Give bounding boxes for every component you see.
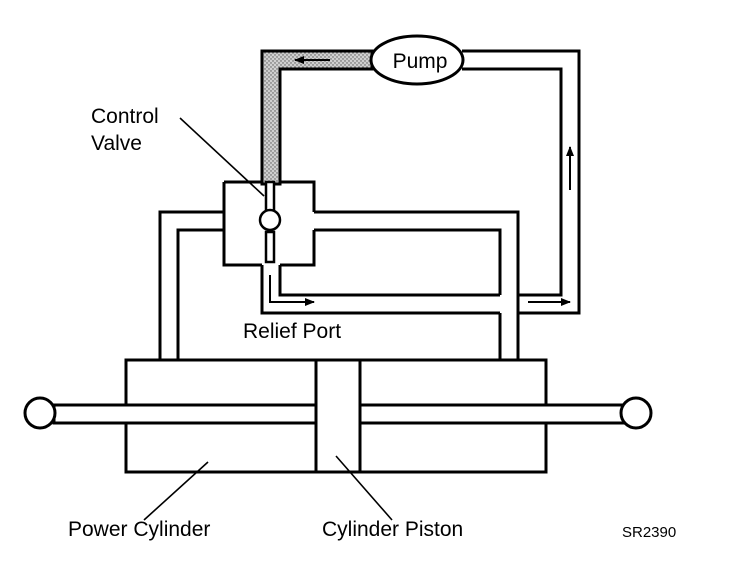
- relief-port-label: Relief Port: [243, 320, 341, 343]
- control-valve-leader: [179, 117, 265, 197]
- piston-rod-right: [358, 403, 626, 425]
- valve-spool-top: [264, 180, 276, 214]
- power-cylinder-leader: [143, 461, 209, 521]
- valve-pivot: [258, 208, 282, 232]
- rod-end-left: [23, 396, 57, 430]
- valve-spool-bottom: [264, 230, 276, 264]
- return-line: [462, 49, 581, 315]
- piston-rod-left: [52, 403, 320, 425]
- pump-body: [369, 34, 465, 86]
- pressure-line-shaded: [260, 49, 374, 186]
- control-valve-label-line2: Valve: [91, 132, 142, 155]
- pump-label: Pump: [393, 50, 448, 73]
- return-line-inner: [462, 67, 563, 297]
- power-cylinder-label: Power Cylinder: [68, 518, 210, 541]
- rod-end-right: [619, 396, 653, 430]
- cylinder-piston: [314, 358, 362, 474]
- flow-arrow-relief-down: [269, 275, 315, 306]
- left-cylinder-line-outer: [158, 210, 224, 360]
- relief-line-inner: [278, 265, 500, 297]
- relief-line-join: [518, 293, 520, 315]
- right-cylinder-line-outer: [314, 210, 520, 360]
- right-cylinder-line-inner: [314, 228, 502, 295]
- cylinder-piston-label: Cylinder Piston: [322, 518, 463, 541]
- control-valve-body: [222, 180, 316, 267]
- cylinder-piston-leader: [335, 455, 393, 521]
- control-valve-label-line1: Control: [91, 105, 159, 128]
- figure-code: SR2390: [622, 524, 676, 541]
- relief-line: [260, 265, 500, 315]
